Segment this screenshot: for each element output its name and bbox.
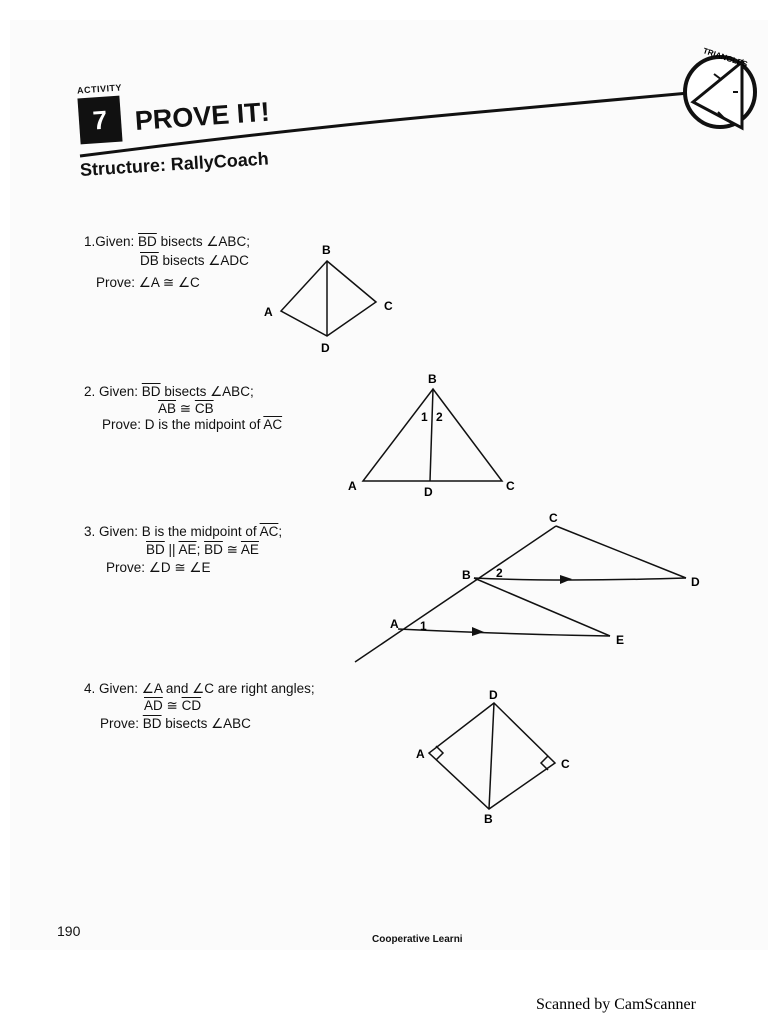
problem-2-given-line2: AB ≅ CB bbox=[158, 400, 214, 417]
vertex-label: A bbox=[390, 617, 399, 631]
book-title: Cooperative Learni bbox=[372, 934, 463, 945]
header-rule bbox=[79, 90, 701, 158]
angle-label: 2 bbox=[436, 410, 443, 424]
congruent-symbol: ≅ bbox=[162, 698, 182, 713]
given-label: 2. Given: bbox=[84, 384, 139, 399]
segment: AC bbox=[259, 524, 279, 539]
parallel-symbol: || bbox=[164, 542, 179, 557]
scanner-watermark: Scanned by CamScanner bbox=[536, 996, 696, 1013]
angle-label: 1 bbox=[420, 619, 427, 633]
segment: BD bbox=[204, 542, 223, 557]
given-text: bisects ∠ABC; bbox=[156, 234, 250, 249]
triangle bbox=[361, 387, 504, 482]
segment: BD bbox=[146, 542, 165, 557]
problem-1-prove: Prove: ∠A ≅ ∠C bbox=[96, 275, 200, 290]
segment: AD bbox=[144, 698, 163, 713]
vertex-label: B bbox=[322, 243, 331, 257]
segment: BD bbox=[141, 384, 161, 399]
prove-text: Prove: D is the midpoint of bbox=[102, 417, 264, 432]
vertex-label: C bbox=[384, 299, 393, 313]
prove-text: bisects ∠ABC bbox=[161, 716, 251, 731]
given-text: ; bbox=[278, 524, 283, 539]
parallel-arrow bbox=[560, 575, 572, 584]
given-label: 1.Given: bbox=[84, 234, 135, 249]
problem-2-given: 2. Given: BD bisects ∠ABC; bbox=[84, 383, 254, 400]
vertex-label: A bbox=[264, 305, 273, 319]
segment: CB bbox=[194, 401, 214, 416]
prove-text: Prove: bbox=[100, 716, 143, 731]
segment: DB bbox=[140, 253, 159, 268]
segment-be bbox=[473, 577, 611, 637]
problem-4-given-line2: AD ≅ CD bbox=[144, 697, 201, 714]
vertex-label: E bbox=[616, 633, 624, 647]
vertex-label: C bbox=[506, 479, 515, 493]
page-number: 190 bbox=[57, 923, 81, 939]
segment: AE bbox=[240, 542, 259, 557]
vertex-label: A bbox=[416, 747, 425, 761]
parallel-arrow bbox=[472, 627, 484, 636]
transversal-line bbox=[354, 525, 557, 663]
congruent-symbol: ≅ bbox=[222, 542, 241, 557]
given-text: 3. Given: B is the midpoint of bbox=[84, 524, 260, 539]
problem-1-given: 1.Given: BD bisects ∠ABC; bbox=[84, 233, 250, 250]
problem-1-given-line2: DB bisects ∠ADC bbox=[140, 252, 249, 269]
vertex-label: D bbox=[424, 485, 433, 499]
vertex-label: C bbox=[549, 511, 558, 525]
segment: BD bbox=[138, 234, 157, 249]
problem-2-prove: Prove: D is the midpoint of AC bbox=[102, 416, 282, 433]
problem-3-given: 3. Given: B is the midpoint of AC; bbox=[84, 523, 282, 540]
segment: AC bbox=[263, 417, 283, 432]
segment-bd bbox=[429, 388, 434, 482]
segment: AE bbox=[178, 542, 197, 557]
vertex-label: D bbox=[489, 688, 498, 702]
segment-bd bbox=[488, 702, 495, 810]
angle-label: 1 bbox=[421, 410, 428, 424]
right-angle-mark-a bbox=[435, 745, 445, 761]
segment: CD bbox=[181, 698, 202, 713]
problem-3-given-line2: BD || AE; BD ≅ AE bbox=[146, 541, 259, 558]
given-text: bisects ∠ABC; bbox=[160, 384, 254, 399]
segment-cd bbox=[555, 525, 687, 579]
segment-bd bbox=[473, 577, 687, 581]
segment-ae bbox=[397, 628, 611, 637]
problem-4-given: 4. Given: ∠A and ∠C are right angles; bbox=[84, 681, 315, 696]
vertex-label: B bbox=[428, 372, 437, 386]
congruent-symbol: ≅ bbox=[176, 401, 195, 416]
vertex-label: B bbox=[462, 568, 471, 582]
vertex-label: B bbox=[484, 812, 493, 826]
segment: AB bbox=[158, 401, 177, 416]
vertex-label: C bbox=[561, 757, 570, 771]
vertex-label: D bbox=[321, 341, 330, 355]
vertex-label: D bbox=[691, 575, 700, 589]
worksheet-page bbox=[10, 20, 768, 950]
vertex-label: A bbox=[348, 479, 357, 493]
problem-3-prove: Prove: ∠D ≅ ∠E bbox=[106, 560, 211, 575]
separator: ; bbox=[196, 542, 205, 557]
right-angle-mark-c bbox=[539, 755, 549, 771]
problem-4-prove: Prove: BD bisects ∠ABC bbox=[100, 715, 251, 732]
angle-label: 2 bbox=[496, 566, 503, 580]
given-text: bisects ∠ADC bbox=[158, 253, 249, 268]
segment: BD bbox=[142, 716, 162, 731]
